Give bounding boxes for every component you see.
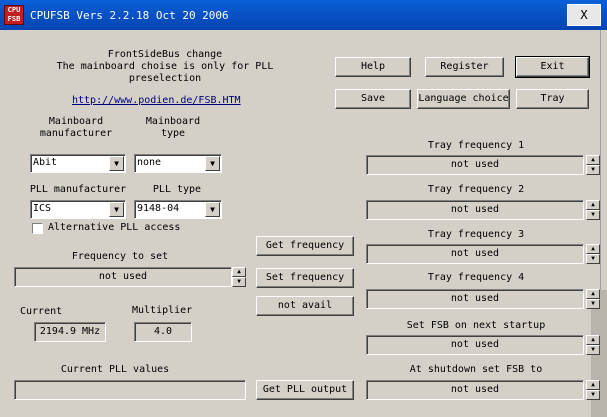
spin-down-icon[interactable]: ▼: [586, 299, 600, 309]
pll-type-value: 9148-04: [137, 203, 180, 214]
multiplier-field: 4.0: [134, 322, 192, 342]
chevron-down-icon[interactable]: ▼: [205, 156, 220, 171]
spin-down-icon[interactable]: ▼: [586, 345, 600, 355]
alternative-pll-checkbox[interactable]: [32, 223, 43, 234]
current-frequency-field: 2194.9 MHz: [34, 322, 106, 342]
tray-frequency-4-spinner[interactable]: ▲ ▼: [586, 289, 600, 309]
help-button[interactable]: Help: [335, 57, 411, 77]
spin-up-icon[interactable]: ▲: [586, 200, 600, 210]
spin-up-icon[interactable]: ▲: [586, 289, 600, 299]
tray-frequency-2-label: Tray frequency 2: [427, 184, 525, 195]
tray-frequency-3-label: Tray frequency 3: [427, 229, 525, 240]
header-line-1: FrontSideBus change: [107, 49, 223, 60]
spin-down-icon[interactable]: ▼: [232, 277, 246, 287]
window-edge: [600, 30, 607, 417]
current-pll-values-field: [14, 380, 246, 400]
set-frequency-button[interactable]: Set frequency: [256, 268, 354, 288]
spin-down-icon[interactable]: ▼: [586, 165, 600, 175]
fsb-next-startup-label: Set FSB on next startup: [406, 320, 546, 331]
current-label: Current: [20, 306, 63, 317]
shutdown-fsb-spinner[interactable]: ▲ ▼: [586, 380, 600, 400]
exit-button[interactable]: Exit: [515, 56, 590, 78]
tray-frequency-1-field[interactable]: not used: [366, 155, 584, 175]
window-title: CPUFSB Vers 2.2.18 Oct 20 2006: [30, 9, 229, 22]
shutdown-fsb-field[interactable]: not used: [366, 380, 584, 400]
spin-up-icon[interactable]: ▲: [586, 244, 600, 254]
website-link[interactable]: http://www.podien.de/FSB.HTM: [72, 95, 241, 106]
pll-manufacturer-label: PLL manufacturer: [29, 184, 127, 195]
tray-frequency-3-field[interactable]: not used: [366, 244, 584, 264]
app-icon: CPU FSB: [4, 5, 24, 25]
mainboard-manufacturer-value: Abit: [33, 157, 58, 168]
shutdown-fsb-label: At shutdown set FSB to: [409, 364, 543, 375]
spin-up-icon[interactable]: ▲: [586, 380, 600, 390]
tray-frequency-1-spinner[interactable]: ▲ ▼: [586, 155, 600, 175]
close-window-button[interactable]: X: [567, 4, 601, 26]
pll-manufacturer-select[interactable]: ICS ▼: [30, 200, 126, 219]
tray-frequency-2-field[interactable]: not used: [366, 200, 584, 220]
tray-frequency-4-label: Tray frequency 4: [427, 272, 525, 283]
chevron-down-icon[interactable]: ▼: [109, 202, 124, 217]
spin-up-icon[interactable]: ▲: [586, 155, 600, 165]
alternative-pll-label: Alternative PLL access: [48, 222, 181, 233]
not-avail-button[interactable]: not avail: [256, 296, 354, 316]
frequency-to-set-field[interactable]: not used: [14, 267, 232, 287]
pll-type-label: PLL type: [152, 184, 202, 195]
spin-down-icon[interactable]: ▼: [586, 254, 600, 264]
spin-down-icon[interactable]: ▼: [586, 210, 600, 220]
mainboard-manufacturer-select[interactable]: Abit ▼: [30, 154, 126, 173]
frequency-to-set-label: Frequency to set: [71, 251, 169, 262]
multiplier-label: Multiplier: [132, 305, 193, 316]
tray-frequency-4-field[interactable]: not used: [366, 289, 584, 309]
pll-type-select[interactable]: 9148-04 ▼: [134, 200, 222, 219]
tray-frequency-3-spinner[interactable]: ▲ ▼: [586, 244, 600, 264]
header-line-3: preselection: [128, 73, 202, 84]
spin-up-icon[interactable]: ▲: [586, 335, 600, 345]
mainboard-manufacturer-label-1: Mainboard: [48, 116, 104, 127]
get-pll-output-button[interactable]: Get PLL output: [256, 380, 354, 400]
mainboard-manufacturer-label-2: manufacturer: [39, 128, 113, 139]
fsb-next-startup-spinner[interactable]: ▲ ▼: [586, 335, 600, 355]
chevron-down-icon[interactable]: ▼: [109, 156, 124, 171]
current-pll-values-label: Current PLL values: [60, 364, 170, 375]
get-frequency-button[interactable]: Get frequency: [256, 236, 354, 256]
frequency-to-set-spinner[interactable]: ▲ ▼: [232, 267, 246, 287]
mainboard-type-label-1: Mainboard: [145, 116, 201, 127]
header-line-2: The mainboard choise is only for PLL: [56, 61, 274, 72]
fsb-next-startup-field[interactable]: not used: [366, 335, 584, 355]
language-choice-button[interactable]: Language choice: [417, 89, 510, 109]
mainboard-type-select[interactable]: none ▼: [134, 154, 222, 173]
tray-frequency-1-label: Tray frequency 1: [427, 140, 525, 151]
title-bar[interactable]: CPU FSB CPUFSB Vers 2.2.18 Oct 20 2006 X: [0, 0, 607, 30]
chevron-down-icon[interactable]: ▼: [205, 202, 220, 217]
tray-frequency-2-spinner[interactable]: ▲ ▼: [586, 200, 600, 220]
mainboard-type-label-2: type: [160, 128, 186, 139]
spin-down-icon[interactable]: ▼: [586, 390, 600, 400]
mainboard-type-value: none: [137, 157, 162, 168]
save-button[interactable]: Save: [335, 89, 411, 109]
spin-up-icon[interactable]: ▲: [232, 267, 246, 277]
register-button[interactable]: Register: [425, 57, 504, 77]
pll-manufacturer-value: ICS: [33, 203, 52, 214]
tray-button[interactable]: Tray: [516, 89, 589, 109]
